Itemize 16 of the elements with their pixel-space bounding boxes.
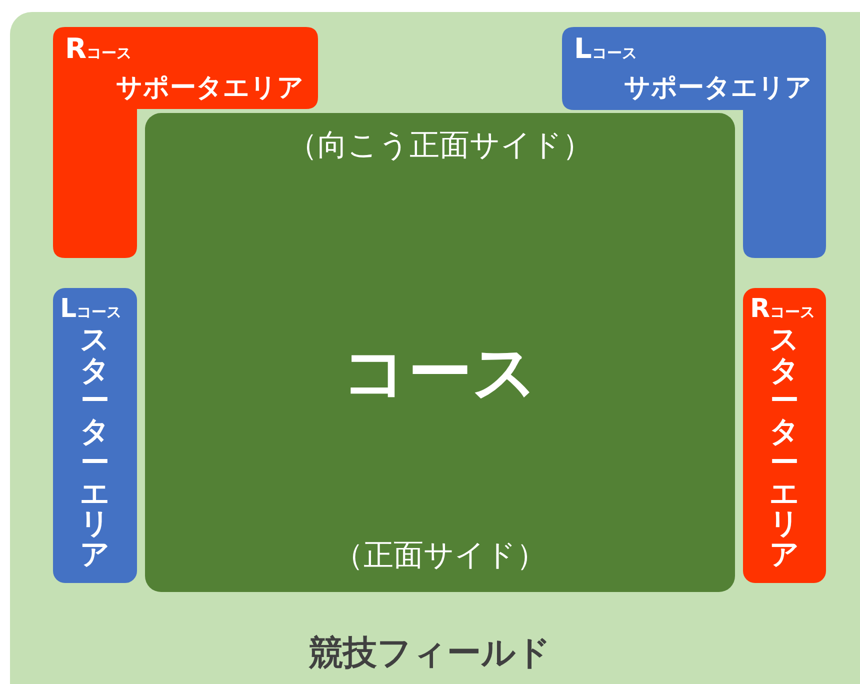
area-label: スターターエリア (770, 324, 800, 570)
starter-area (53, 288, 137, 583)
course-area (145, 113, 735, 592)
area-label: サポータエリア (624, 75, 812, 101)
side-label: （向こう正面サイド） (286, 131, 594, 161)
area-label: サポータエリア (116, 75, 304, 101)
field-area (10, 12, 860, 684)
course-label: Lコース (60, 296, 122, 322)
course-label: Lコース (574, 35, 637, 63)
side-label: （正面サイド） (332, 541, 548, 571)
course-title: コース (341, 341, 539, 405)
course-label: Rコース (750, 296, 816, 322)
field-label: 競技フィールド (308, 636, 552, 670)
area-label: スターターエリア (80, 324, 110, 570)
starter-area (743, 288, 826, 583)
course-label: Rコース (65, 35, 132, 63)
